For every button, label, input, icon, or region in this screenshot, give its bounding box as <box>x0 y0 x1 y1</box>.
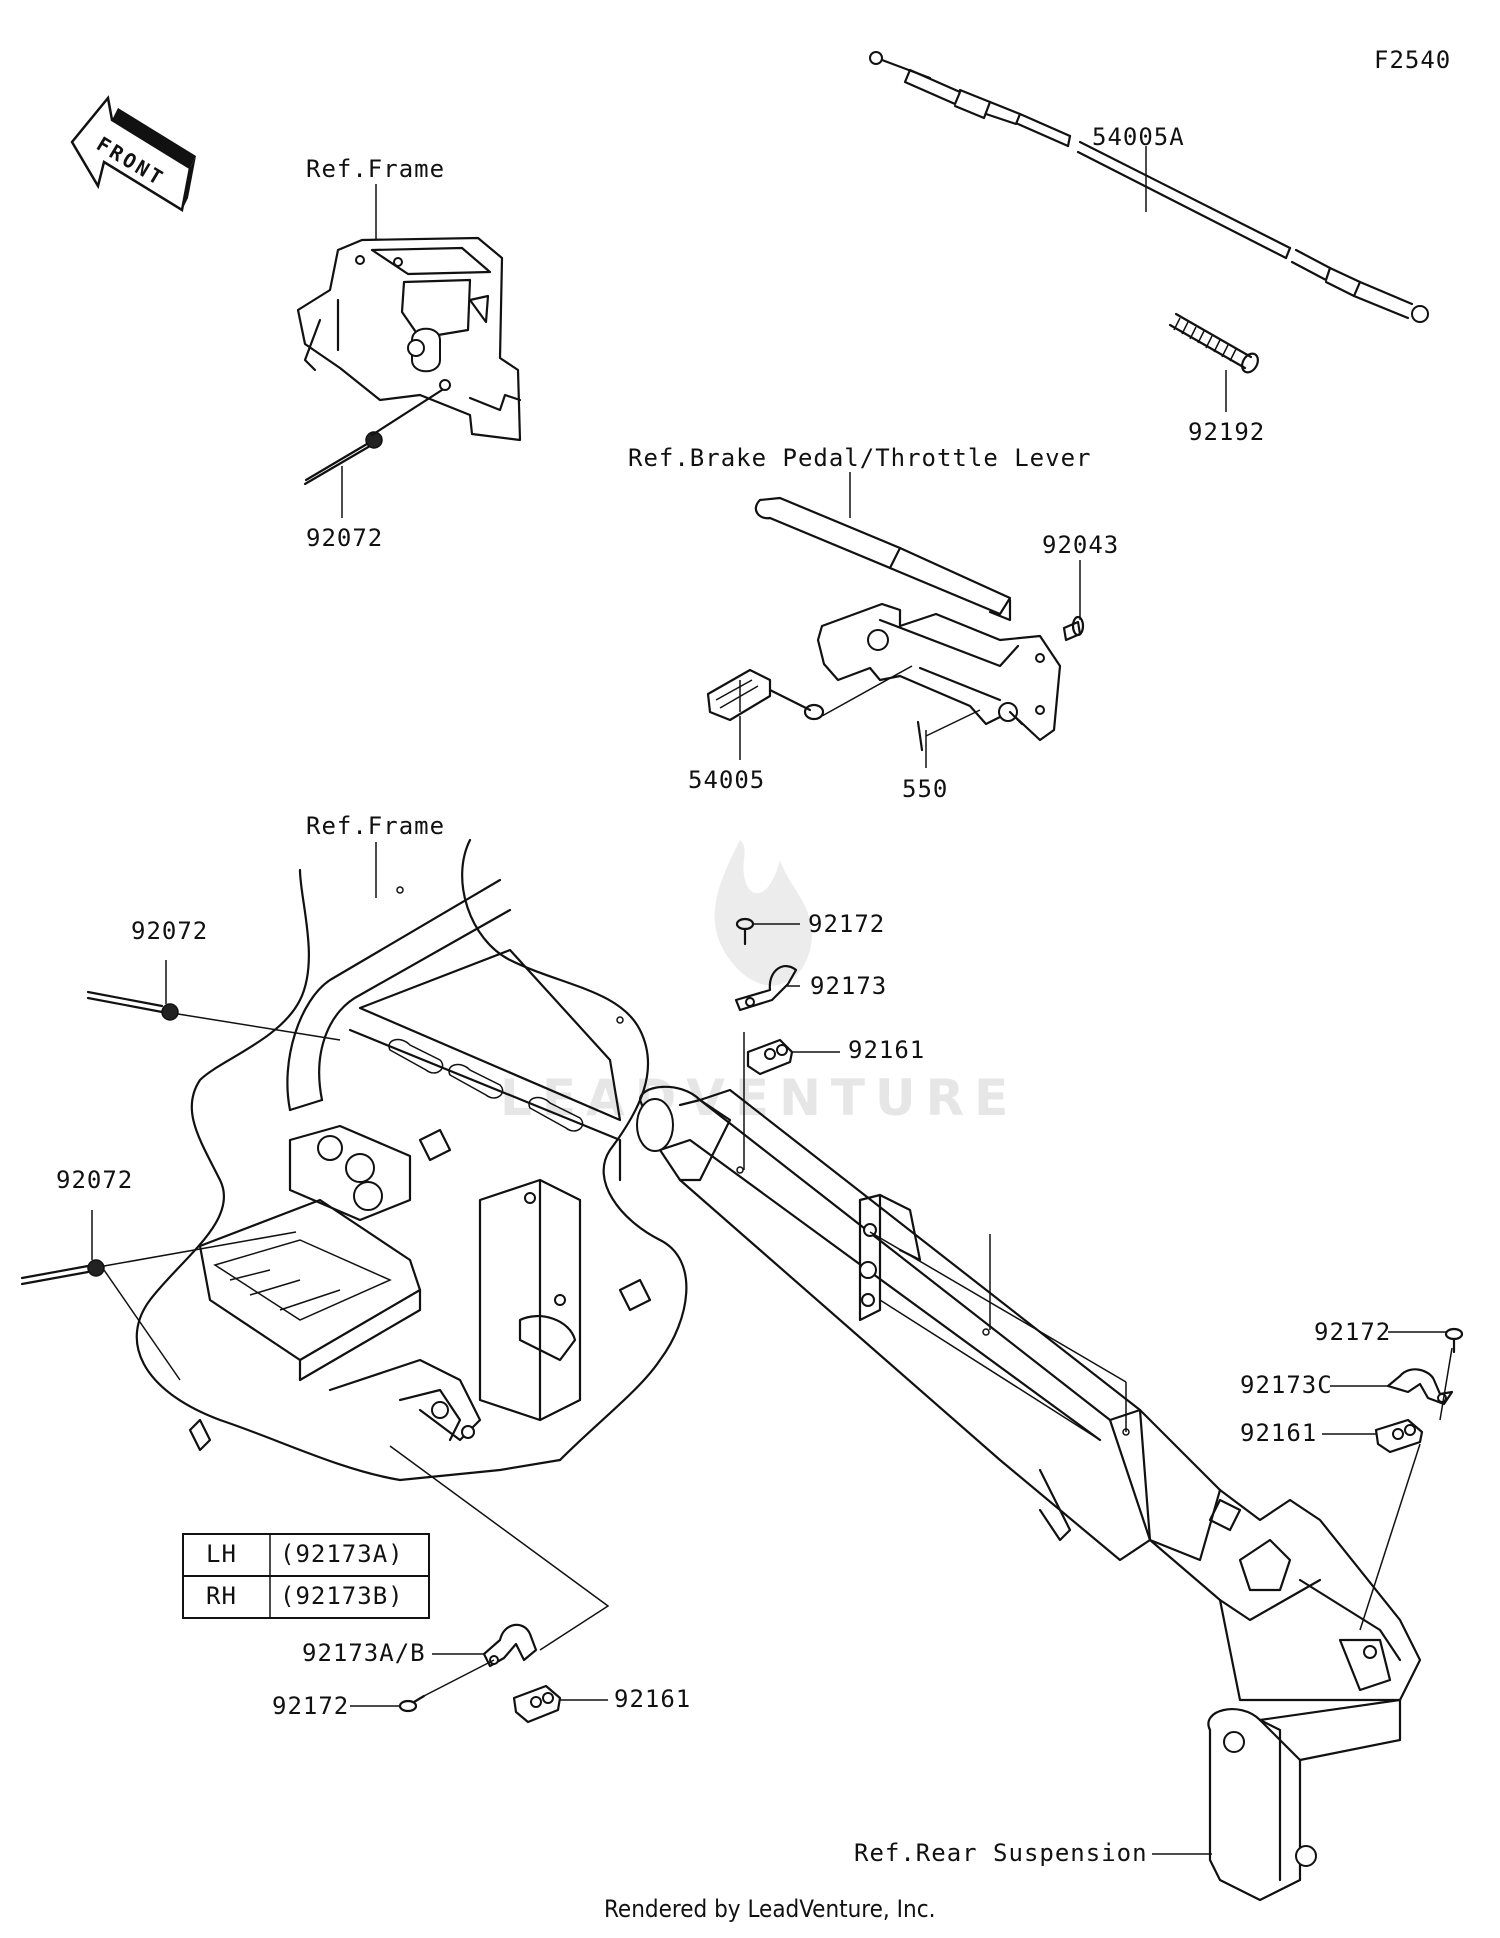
part-92172-upper: 92172 <box>808 910 885 938</box>
grommet-92161-lower <box>512 1684 562 1724</box>
part-92161-upper: 92161 <box>848 1036 925 1064</box>
part-92043: 92043 <box>1042 531 1119 559</box>
part-92072-low: 92072 <box>56 1166 133 1194</box>
frame-bracket-top <box>296 236 522 442</box>
table-side-rh: RH <box>206 1582 237 1610</box>
cable-tie-92072-low <box>20 1231 297 1381</box>
part-54005A: 54005A <box>1092 123 1185 151</box>
screw-92172-right <box>1444 1327 1464 1354</box>
ref-frame-top-label: Ref.Frame <box>306 155 445 183</box>
part-92161-lower: 92161 <box>614 1685 691 1713</box>
cable-54005 <box>706 665 913 722</box>
part-550: 550 <box>902 775 948 803</box>
footer-credit: Rendered by LeadVenture, Inc. <box>604 1895 935 1923</box>
part-92173C: 92173C <box>1240 1371 1333 1399</box>
spring-92192 <box>1168 312 1259 374</box>
front-arrow-icon: FRONT <box>70 95 196 213</box>
table-part-lh: (92173A) <box>280 1540 404 1568</box>
cable-54005A <box>869 51 1429 323</box>
side-table: LH (92173A) RH (92173B) <box>182 1533 430 1619</box>
watermark-text: LEADVENTURE <box>500 1069 1018 1127</box>
clamp-92173C <box>1386 1368 1454 1406</box>
part-92192: 92192 <box>1188 418 1265 446</box>
table-side-lh: LH <box>206 1540 237 1568</box>
part-92072-mid: 92072 <box>131 917 208 945</box>
diagram-id: F2540 <box>1374 46 1451 74</box>
cable-tie-92072-top <box>303 388 444 486</box>
grommet-92161-upper <box>746 1038 794 1076</box>
screw-92172-upper <box>735 917 755 946</box>
pin-92043 <box>1062 615 1085 642</box>
ref-rear-suspension-label: Ref.Rear Suspension <box>854 1839 1148 1867</box>
part-92173: 92173 <box>810 972 887 1000</box>
table-part-rh: (92173B) <box>280 1582 404 1610</box>
part-92173AB: 92173A/B <box>302 1639 426 1667</box>
ref-frame-main-label: Ref.Frame <box>306 812 445 840</box>
cable-tie-92072-mid <box>86 990 341 1041</box>
part-92072-top: 92072 <box>306 524 383 552</box>
grommet-92161-right <box>1374 1418 1424 1454</box>
clamp-92173 <box>734 965 798 1012</box>
part-92172-right: 92172 <box>1314 1318 1391 1346</box>
part-92161-right: 92161 <box>1240 1419 1317 1447</box>
watermark: LEADVENTURE <box>500 840 1018 1127</box>
part-54005: 54005 <box>688 766 765 794</box>
brake-pedal-assembly <box>754 496 1062 742</box>
cotter-pin-550 <box>916 709 981 752</box>
part-92172-lower: 92172 <box>272 1692 349 1720</box>
swing-arm-frame <box>636 1085 1422 1902</box>
clamp-92173AB <box>482 1623 538 1668</box>
ref-brake-pedal-label: Ref.Brake Pedal/Throttle Lever <box>628 444 1091 472</box>
main-frame <box>135 838 688 1482</box>
